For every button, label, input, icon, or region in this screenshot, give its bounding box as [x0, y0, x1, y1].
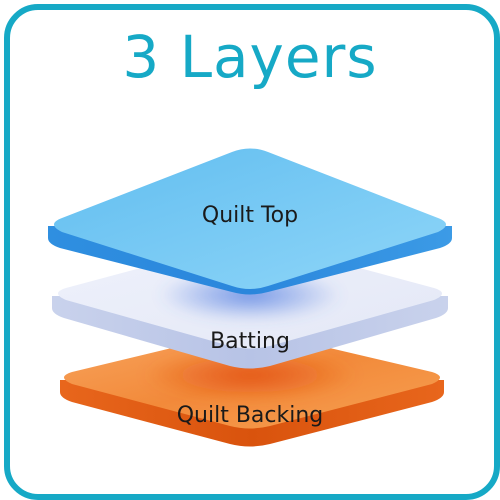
quilt-backing-label: Quilt Backing — [177, 403, 324, 428]
quilt-backing-layer — [60, 331, 444, 447]
quilt-top-label: Quilt Top — [202, 203, 298, 228]
quilt-top-layer — [48, 148, 452, 295]
diagram-title: 3 Layers — [122, 23, 378, 91]
batting-label: Batting — [210, 329, 290, 354]
